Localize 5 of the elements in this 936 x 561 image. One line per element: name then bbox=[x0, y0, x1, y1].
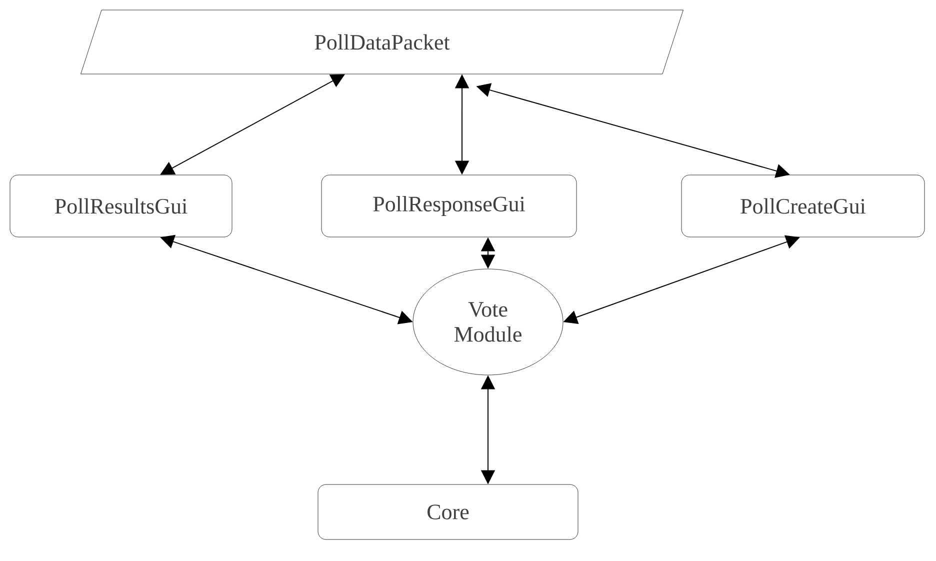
process-box: Core bbox=[318, 484, 578, 540]
process-box: PollResponseGui bbox=[321, 174, 577, 238]
data-parallelogram: PollDataPacket bbox=[80, 10, 684, 74]
process-box: PollResultsGui bbox=[10, 174, 232, 238]
process-box: PollCreateGui bbox=[681, 174, 925, 238]
